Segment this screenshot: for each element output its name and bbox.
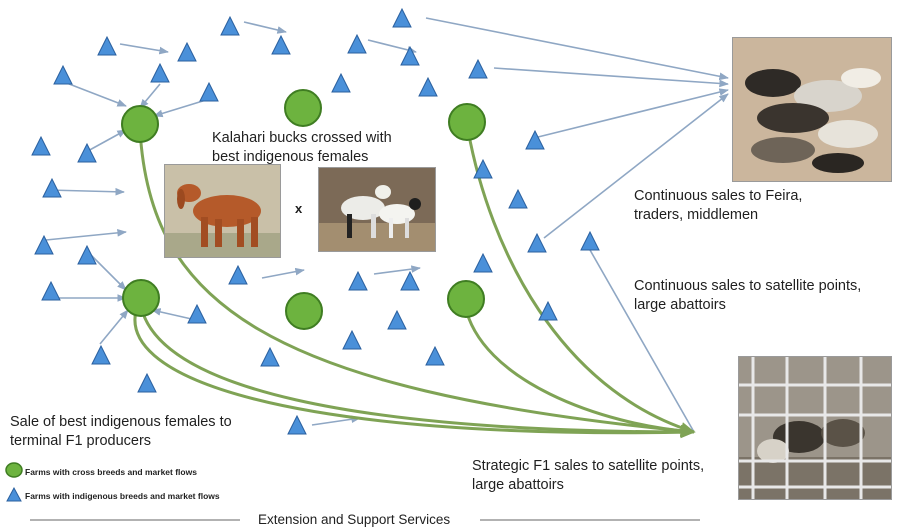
flow-arrow bbox=[99, 309, 129, 345]
legend-crossbreed-label: Farms with cross breeds and market flows bbox=[25, 467, 197, 477]
flow-arrow bbox=[589, 249, 695, 433]
flow-arrow bbox=[243, 21, 287, 34]
indigenous-farm bbox=[527, 232, 547, 253]
flow-arrow bbox=[47, 187, 125, 196]
strategic-f1-label: Strategic F1 sales to satellite points, … bbox=[472, 458, 705, 493]
crossbreed-farm bbox=[448, 103, 486, 141]
flow-arrow bbox=[151, 308, 197, 321]
indigenous-farm bbox=[418, 76, 438, 97]
kalahari-buck-photo bbox=[164, 164, 281, 258]
indigenous-farm bbox=[538, 300, 558, 321]
legend-circle-icon bbox=[5, 462, 23, 478]
indigenous-farm bbox=[387, 309, 407, 330]
indigenous-farm bbox=[473, 252, 493, 273]
flow-arrow bbox=[63, 81, 127, 107]
legend-indigenous-label: Farms with indigenous breeds and market … bbox=[25, 491, 220, 501]
indigenous-farm bbox=[228, 264, 248, 285]
flow-arrow bbox=[85, 129, 127, 153]
indigenous-farm bbox=[77, 244, 97, 265]
indigenous-farm bbox=[260, 346, 280, 367]
f1-flow-curve bbox=[466, 129, 696, 434]
f1-flow-curve bbox=[138, 299, 696, 438]
indigenous-farm bbox=[348, 270, 368, 291]
indigenous-farm bbox=[177, 41, 197, 62]
indigenous-farm bbox=[42, 177, 62, 198]
crossbreed-farm bbox=[447, 280, 485, 318]
indigenous-farm bbox=[425, 345, 445, 366]
indigenous-females-photo bbox=[318, 167, 436, 252]
crossbreed-farm bbox=[122, 279, 160, 317]
indigenous-farm bbox=[347, 33, 367, 54]
indigenous-farm bbox=[199, 81, 219, 102]
indigenous-farm bbox=[342, 329, 362, 350]
indigenous-farm bbox=[331, 72, 351, 93]
indigenous-farm bbox=[137, 372, 157, 393]
flow-arrows bbox=[45, 17, 729, 433]
flow-arrow bbox=[493, 67, 729, 88]
feira-sales-label: Continuous sales to Feira, traders, midd… bbox=[634, 188, 803, 223]
f1-flow-curves bbox=[133, 129, 696, 439]
abattoir-pen-photo bbox=[738, 356, 892, 500]
flow-arrow bbox=[537, 88, 729, 138]
flow-arrow bbox=[261, 267, 305, 279]
market-goats-photo bbox=[732, 37, 892, 182]
indigenous-farm bbox=[580, 230, 600, 251]
indigenous-farm bbox=[150, 62, 170, 83]
flow-arrow bbox=[373, 265, 421, 275]
flow-arrow bbox=[89, 253, 127, 291]
f1-flow-curve bbox=[138, 129, 696, 437]
kalahari-cross-label: Kalahari bucks crossed with best indigen… bbox=[212, 130, 392, 165]
indigenous-farm bbox=[220, 15, 240, 36]
indigenous-farm bbox=[468, 58, 488, 79]
flow-arrow bbox=[153, 99, 207, 118]
indigenous-farm bbox=[41, 280, 61, 301]
f1-flow-curve bbox=[463, 304, 696, 437]
crossbreed-farm bbox=[121, 105, 159, 143]
flow-arrow bbox=[543, 93, 729, 239]
indigenous-farm bbox=[392, 7, 412, 28]
indigenous-farm bbox=[508, 188, 528, 209]
flow-arrow bbox=[45, 229, 127, 241]
indigenous-farm bbox=[287, 414, 307, 435]
indigenous-farm bbox=[31, 135, 51, 156]
indigenous-farm bbox=[187, 303, 207, 324]
flow-arrow bbox=[139, 83, 161, 109]
indigenous-farm bbox=[473, 158, 493, 179]
crossbreed-farm bbox=[284, 89, 322, 127]
indigenous-farm bbox=[97, 35, 117, 56]
indigenous-farm bbox=[91, 344, 111, 365]
crossbreed-farm bbox=[285, 292, 323, 330]
footer-label: Extension and Support Services bbox=[258, 512, 451, 527]
indigenous-farm bbox=[400, 45, 420, 66]
indigenous-farms bbox=[31, 7, 600, 435]
cross-symbol: x bbox=[295, 201, 303, 216]
indigenous-farm bbox=[525, 129, 545, 150]
legend-triangle-icon bbox=[6, 486, 22, 502]
flow-arrow bbox=[425, 17, 729, 81]
f1-flow-curve bbox=[133, 299, 696, 439]
sale-females-label: Sale of best indigenous females to termi… bbox=[10, 414, 232, 449]
crossbreed-farms bbox=[121, 89, 486, 330]
flow-arrow bbox=[119, 43, 169, 55]
flow-arrow bbox=[311, 415, 361, 426]
satellite-sales-label: Continuous sales to satellite points, la… bbox=[634, 278, 862, 313]
legend-markers bbox=[5, 462, 23, 502]
indigenous-farm bbox=[34, 234, 54, 255]
indigenous-farm bbox=[271, 34, 291, 55]
indigenous-farm bbox=[400, 270, 420, 291]
indigenous-farm bbox=[53, 64, 73, 85]
indigenous-farm bbox=[77, 142, 97, 163]
